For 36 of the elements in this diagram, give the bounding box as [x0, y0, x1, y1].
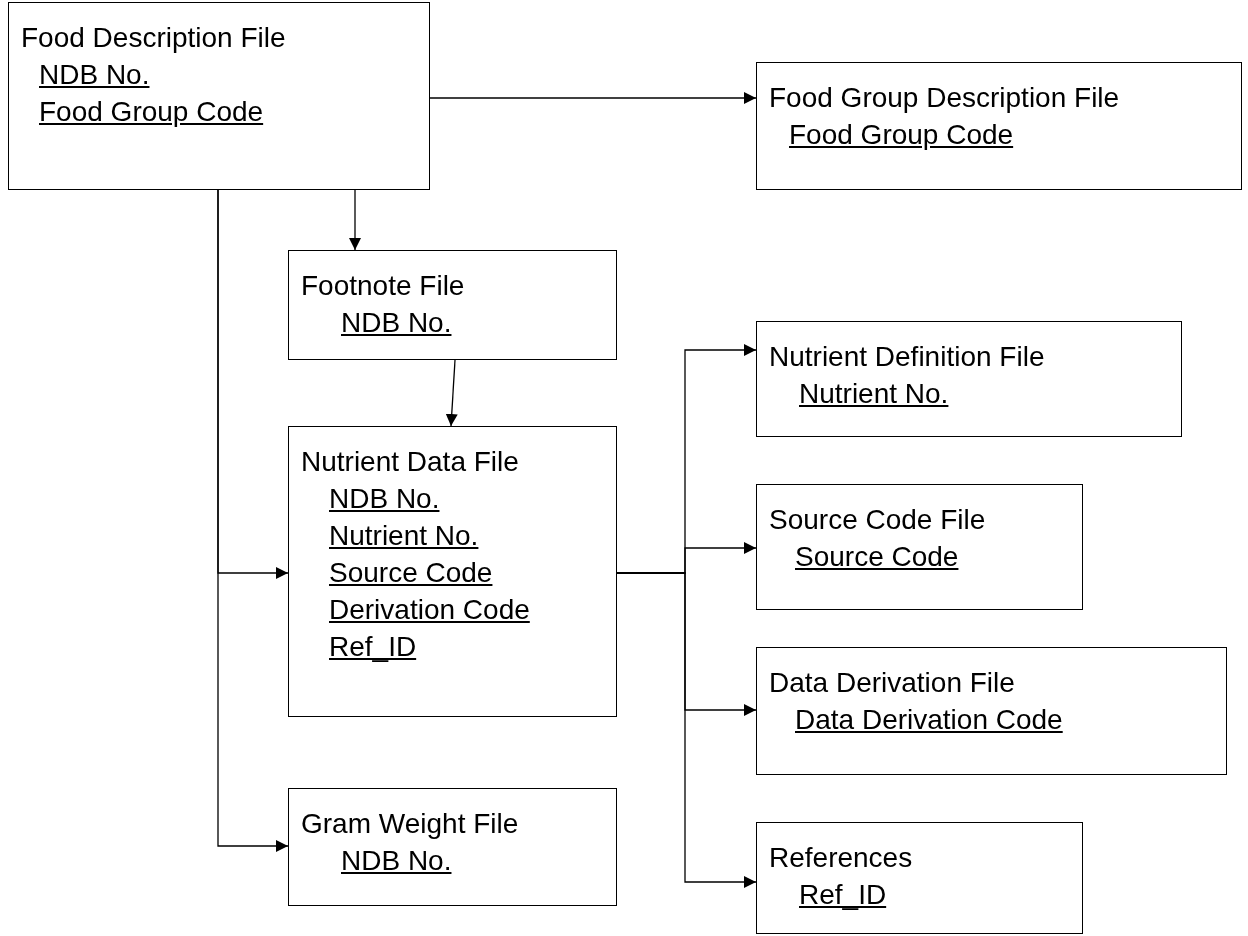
arrow [445, 359, 458, 427]
file-box [756, 62, 1242, 190]
file-title: Nutrient Definition File [769, 340, 1045, 374]
key-field: Derivation Code [329, 591, 530, 628]
key-field: Data Derivation Code [795, 701, 1063, 738]
file-title: Nutrient Data File [301, 445, 519, 479]
key-field: Nutrient No. [329, 517, 479, 554]
file-title: References [769, 841, 913, 875]
key-field: Nutrient No. [799, 375, 949, 412]
file-title: Data Derivation File [769, 666, 1015, 700]
key-field: Source Code [329, 554, 493, 591]
key-field: NDB No. [341, 304, 452, 341]
arrow [349, 189, 361, 251]
file-box [756, 822, 1083, 934]
key-field: Ref_ID [799, 876, 887, 913]
file-box [288, 426, 617, 717]
key-field: Food Group Code [789, 116, 1014, 153]
file-box [8, 2, 430, 190]
key-field: Source Code [795, 538, 959, 575]
file-box [288, 250, 617, 360]
file-title: Source Code File [769, 503, 986, 537]
key-field: NDB No. [341, 842, 452, 879]
key-field: Ref_ID [329, 628, 417, 665]
file-box [756, 321, 1182, 437]
file-title: Footnote File [301, 269, 465, 303]
key-field: NDB No. [39, 56, 150, 93]
arrow [429, 92, 757, 104]
key-field: Food Group Code [39, 93, 264, 130]
key-field: NDB No. [329, 480, 440, 517]
file-title: Food Description File [21, 21, 286, 55]
file-title: Gram Weight File [301, 807, 519, 841]
file-title: Food Group Description File [769, 81, 1120, 115]
file-box [756, 484, 1083, 610]
file-box [756, 647, 1227, 775]
arrow [217, 189, 289, 852]
file-box [288, 788, 617, 906]
